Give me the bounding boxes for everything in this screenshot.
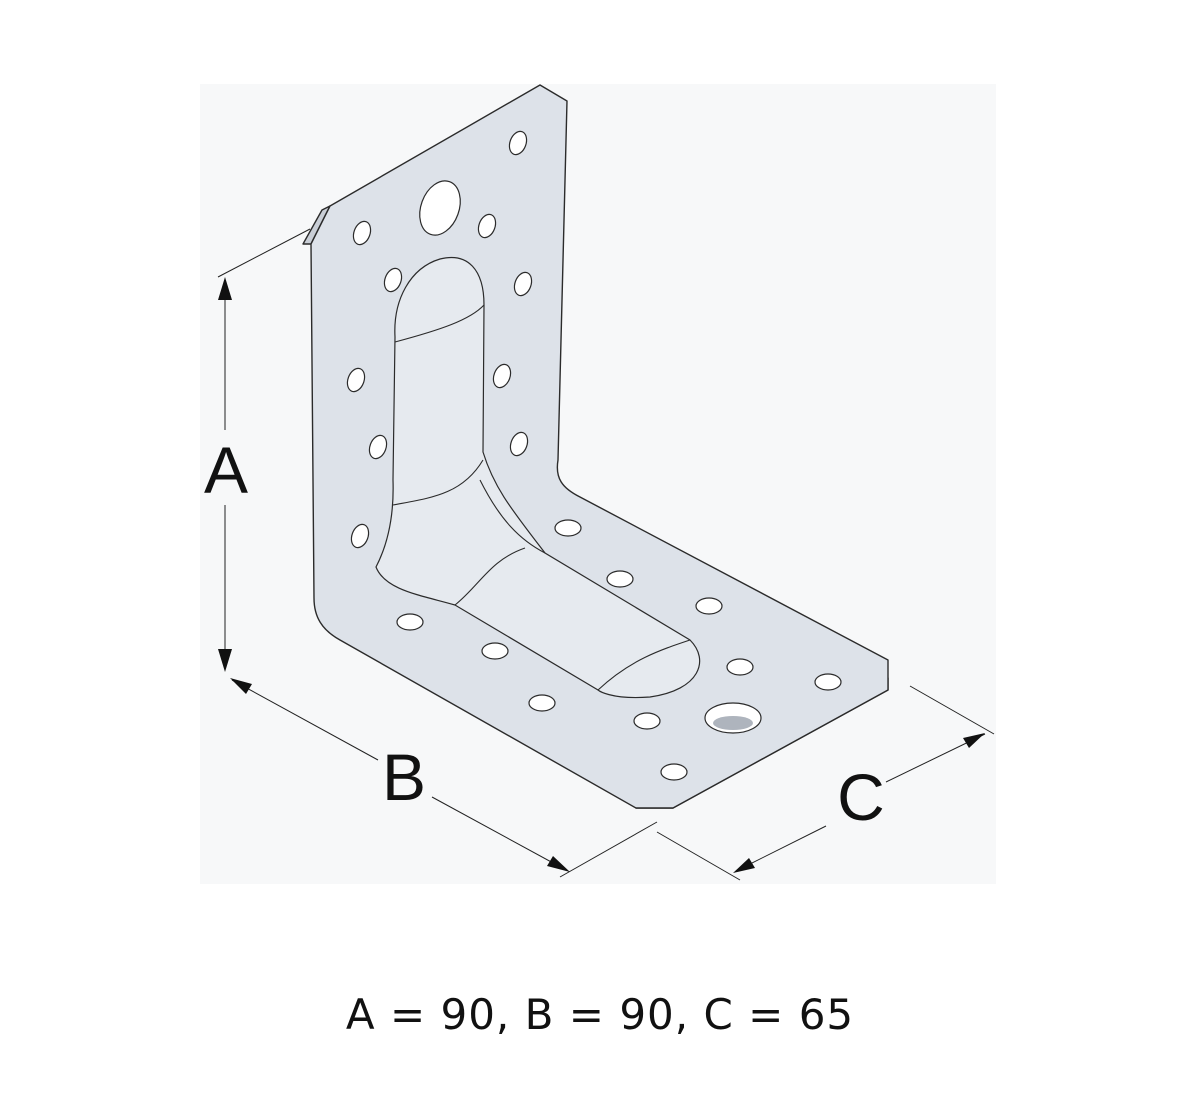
arrow-head-left (230, 678, 252, 694)
nail-hole (660, 763, 688, 781)
dimension-c-label: C (837, 760, 885, 834)
rib-crease-end (597, 639, 691, 691)
dimension-c: C (656, 685, 995, 881)
horizontal-plate-holes (396, 519, 842, 781)
nail-hole (814, 673, 842, 691)
arrow-head-down (218, 649, 232, 672)
arrow-head-up (218, 277, 232, 300)
rib-crease-upper (394, 304, 485, 343)
dimension-a: A (204, 228, 311, 672)
rib-crease-lower (454, 547, 526, 606)
nail-hole (477, 213, 497, 239)
anchor-hole-large-shade (713, 716, 753, 730)
dimension-spec-text: A = 90, B = 90, C = 65 (345, 990, 855, 1039)
anchor-hole-large (419, 180, 461, 236)
dimension-b: B (230, 678, 658, 878)
rib-crease-inner (479, 479, 546, 554)
nail-hole (368, 434, 388, 460)
nail-hole (492, 363, 512, 389)
arrow-head-right (547, 856, 570, 872)
nail-hole (481, 642, 509, 660)
nail-hole (695, 597, 723, 615)
arrow-head-lower (733, 858, 755, 873)
arrow-head-upper (963, 733, 985, 748)
nail-hole (726, 658, 754, 676)
nail-hole (508, 130, 528, 156)
nail-hole (396, 613, 424, 631)
nail-hole (633, 712, 661, 730)
nail-hole (352, 220, 372, 246)
stiffening-rib (375, 257, 701, 699)
angle-bracket (302, 84, 889, 809)
nail-hole (513, 271, 533, 297)
nail-hole (528, 694, 556, 712)
nail-hole (383, 267, 403, 293)
nail-hole (554, 519, 582, 537)
nail-hole (606, 570, 634, 588)
nail-hole (509, 431, 529, 457)
rib-crease-mid (392, 459, 484, 506)
vertical-plate-holes (346, 130, 533, 549)
dimension-a-label: A (204, 433, 248, 507)
dimension-b-label: B (382, 740, 426, 814)
nail-hole (346, 367, 366, 393)
angle-bracket-diagram: A B C (203, 84, 995, 881)
nail-hole (350, 523, 370, 549)
